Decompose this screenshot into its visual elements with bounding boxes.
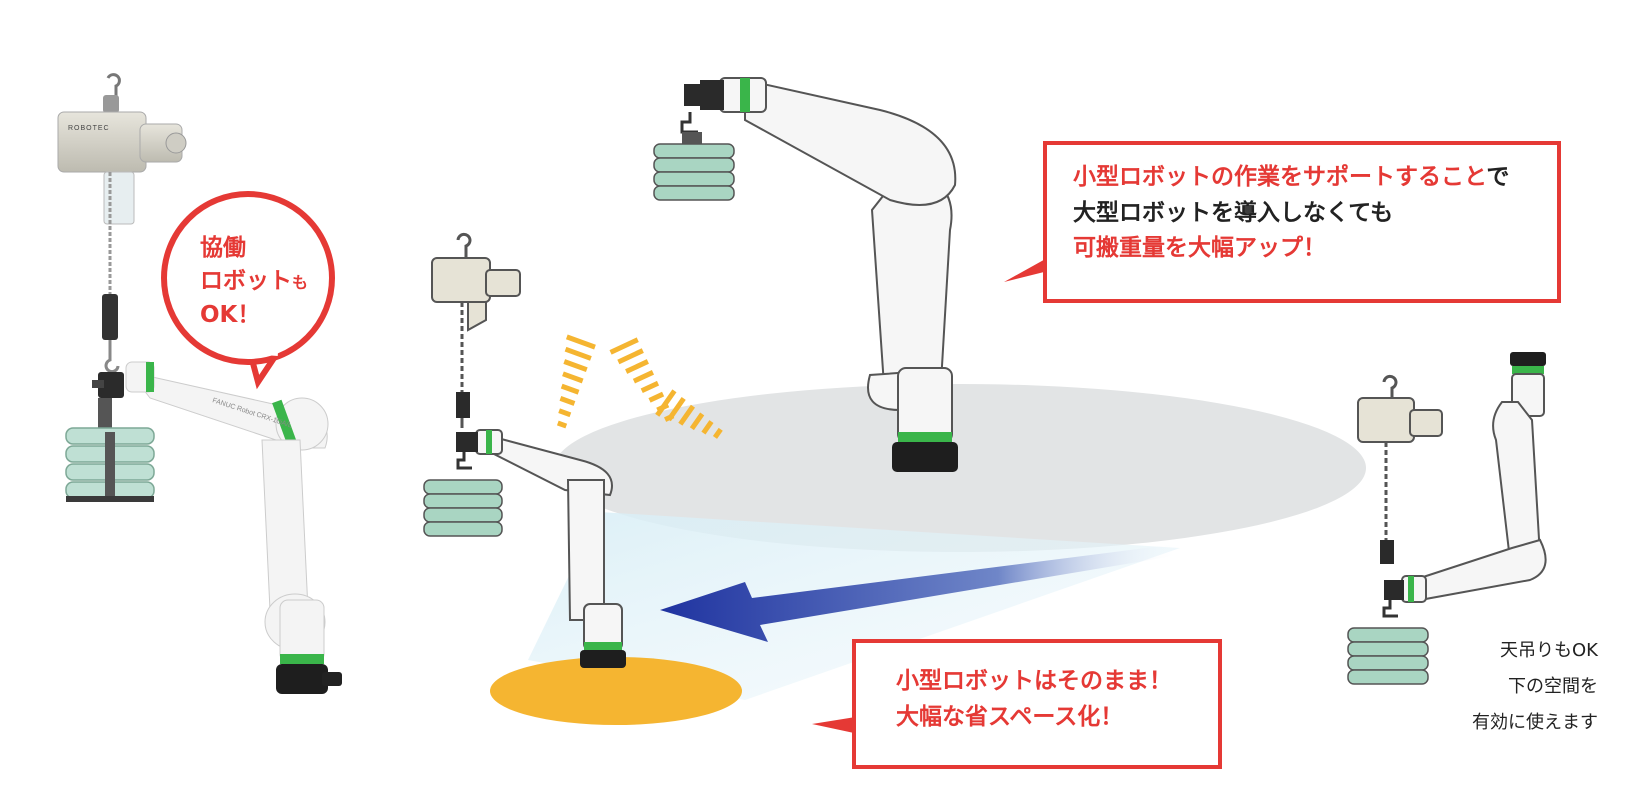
- bubble-line-2-small: も: [292, 273, 309, 293]
- cobot-ok-bubble-text: 協働 ロボットも OK！: [200, 232, 320, 332]
- small-robot-floor-area: [490, 657, 742, 725]
- large-robot-floor-area: [554, 384, 1366, 552]
- ceiling-mounted-robot-illustration: [1347, 352, 1547, 685]
- callout-top-text: 小型ロボットの作業をサポートすることで 大型ロボットを導入しなくても 可搬重量を…: [1073, 160, 1509, 267]
- bubble-line-1: 協働: [200, 235, 246, 261]
- cobot-with-hoist-photo: ROBOTEC FANUC Robot CRX-10iA/L: [57, 73, 342, 694]
- callout-top-line-1: 小型ロボットの作業をサポートすること: [1073, 164, 1487, 190]
- note-line-2: 下の空間を: [1508, 676, 1598, 697]
- callout-bottom-line-2: 大幅な省スペース化！: [896, 703, 1124, 730]
- hoist-brand-label: ROBOTEC: [68, 125, 110, 132]
- callout-bottom-text: 小型ロボットはそのまま！ 大幅な省スペース化！: [896, 664, 1172, 735]
- speed-lines-icon: [556, 334, 723, 439]
- bubble-line-2: ロボット: [200, 268, 292, 295]
- callout-box-bottom: [812, 639, 1222, 769]
- space-saving-arrow: [660, 545, 1180, 642]
- note-line-3: 有効に使えます: [1472, 712, 1598, 733]
- callout-top-line-1-end: で: [1486, 164, 1510, 190]
- callout-top-line-2: 大型ロボットを導入しなくても: [1073, 199, 1394, 226]
- note-line-1: 天吊りもOK: [1500, 640, 1598, 661]
- small-robot-with-hoist-illustration: [423, 232, 626, 668]
- large-robot-illustration: [653, 77, 958, 472]
- ceiling-mount-note: 天吊りもOK 下の空間を 有効に使えます: [1448, 633, 1598, 741]
- callout-box-top: [1004, 141, 1561, 303]
- callout-bottom-line-1: 小型ロボットはそのまま！: [896, 668, 1172, 694]
- callout-top-line-3: 可搬重量を大幅アップ！: [1073, 235, 1326, 262]
- bubble-line-3: OK！: [200, 301, 261, 328]
- cobot-ok-speech-bubble: [161, 191, 335, 390]
